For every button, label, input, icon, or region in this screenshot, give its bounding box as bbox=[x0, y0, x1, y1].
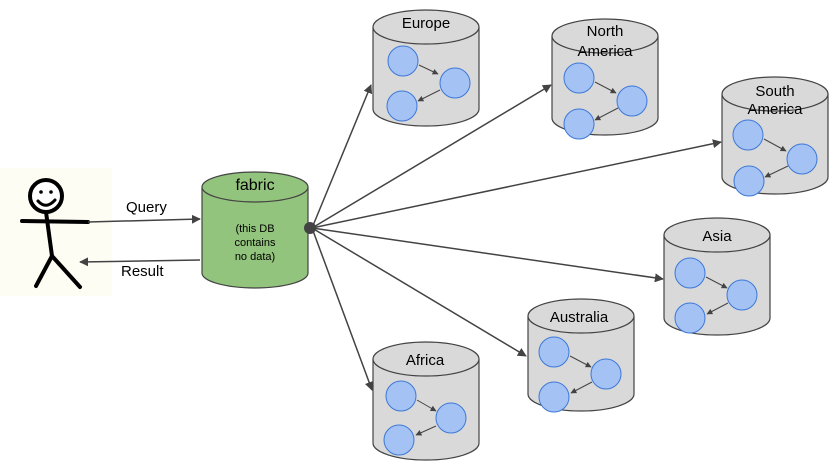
user-actor bbox=[0, 168, 112, 296]
query-arrow bbox=[87, 214, 201, 224]
region-label-line-1: Australia bbox=[550, 309, 609, 326]
region-label-line-1: North bbox=[587, 23, 624, 40]
region-label-line-1: Asia bbox=[702, 228, 732, 245]
region-label-line-1: Europe bbox=[402, 15, 450, 32]
graph-nodes bbox=[383, 380, 467, 456]
arrow-to-australia bbox=[311, 227, 527, 357]
arrow-to-asia bbox=[311, 227, 664, 283]
region-db-australia: Australia bbox=[527, 298, 635, 413]
result-arrow bbox=[79, 257, 201, 267]
stick-figure-icon bbox=[20, 178, 90, 289]
region-db-south-america: South America bbox=[721, 76, 829, 197]
graph-nodes bbox=[538, 336, 622, 413]
fabric-note-line-2: contains bbox=[235, 237, 276, 249]
region-label-line-2: America bbox=[747, 101, 803, 118]
fabric-note-line-3: no data) bbox=[235, 251, 275, 263]
fabric-title: fabric bbox=[235, 177, 274, 194]
region-db-north-america: North America bbox=[551, 18, 659, 140]
fanout-arrows bbox=[311, 84, 722, 391]
region-label-line-2: America bbox=[577, 43, 633, 60]
region-db-asia: Asia bbox=[663, 217, 771, 336]
query-label: Query bbox=[126, 199, 167, 216]
fabric-db: fabric (this DB contains no data) bbox=[201, 171, 316, 289]
arrow-to-north-america bbox=[311, 84, 552, 229]
fabric-note-line-1: (this DB bbox=[235, 223, 274, 235]
arrow-to-africa bbox=[311, 227, 374, 391]
graph-nodes bbox=[674, 257, 758, 334]
graph-nodes bbox=[732, 119, 818, 197]
fabric-hub-dot bbox=[304, 222, 316, 234]
region-label-line-1: Africa bbox=[406, 352, 445, 369]
region-label-line-1: South bbox=[755, 83, 794, 100]
region-db-europe: Europe bbox=[372, 9, 480, 127]
graph-nodes bbox=[563, 62, 648, 140]
graph-nodes bbox=[386, 45, 471, 122]
arrow-to-europe bbox=[311, 84, 373, 229]
arrow-to-south-america bbox=[311, 139, 722, 229]
result-label: Result bbox=[121, 263, 164, 280]
region-db-africa: Africa bbox=[372, 341, 480, 461]
